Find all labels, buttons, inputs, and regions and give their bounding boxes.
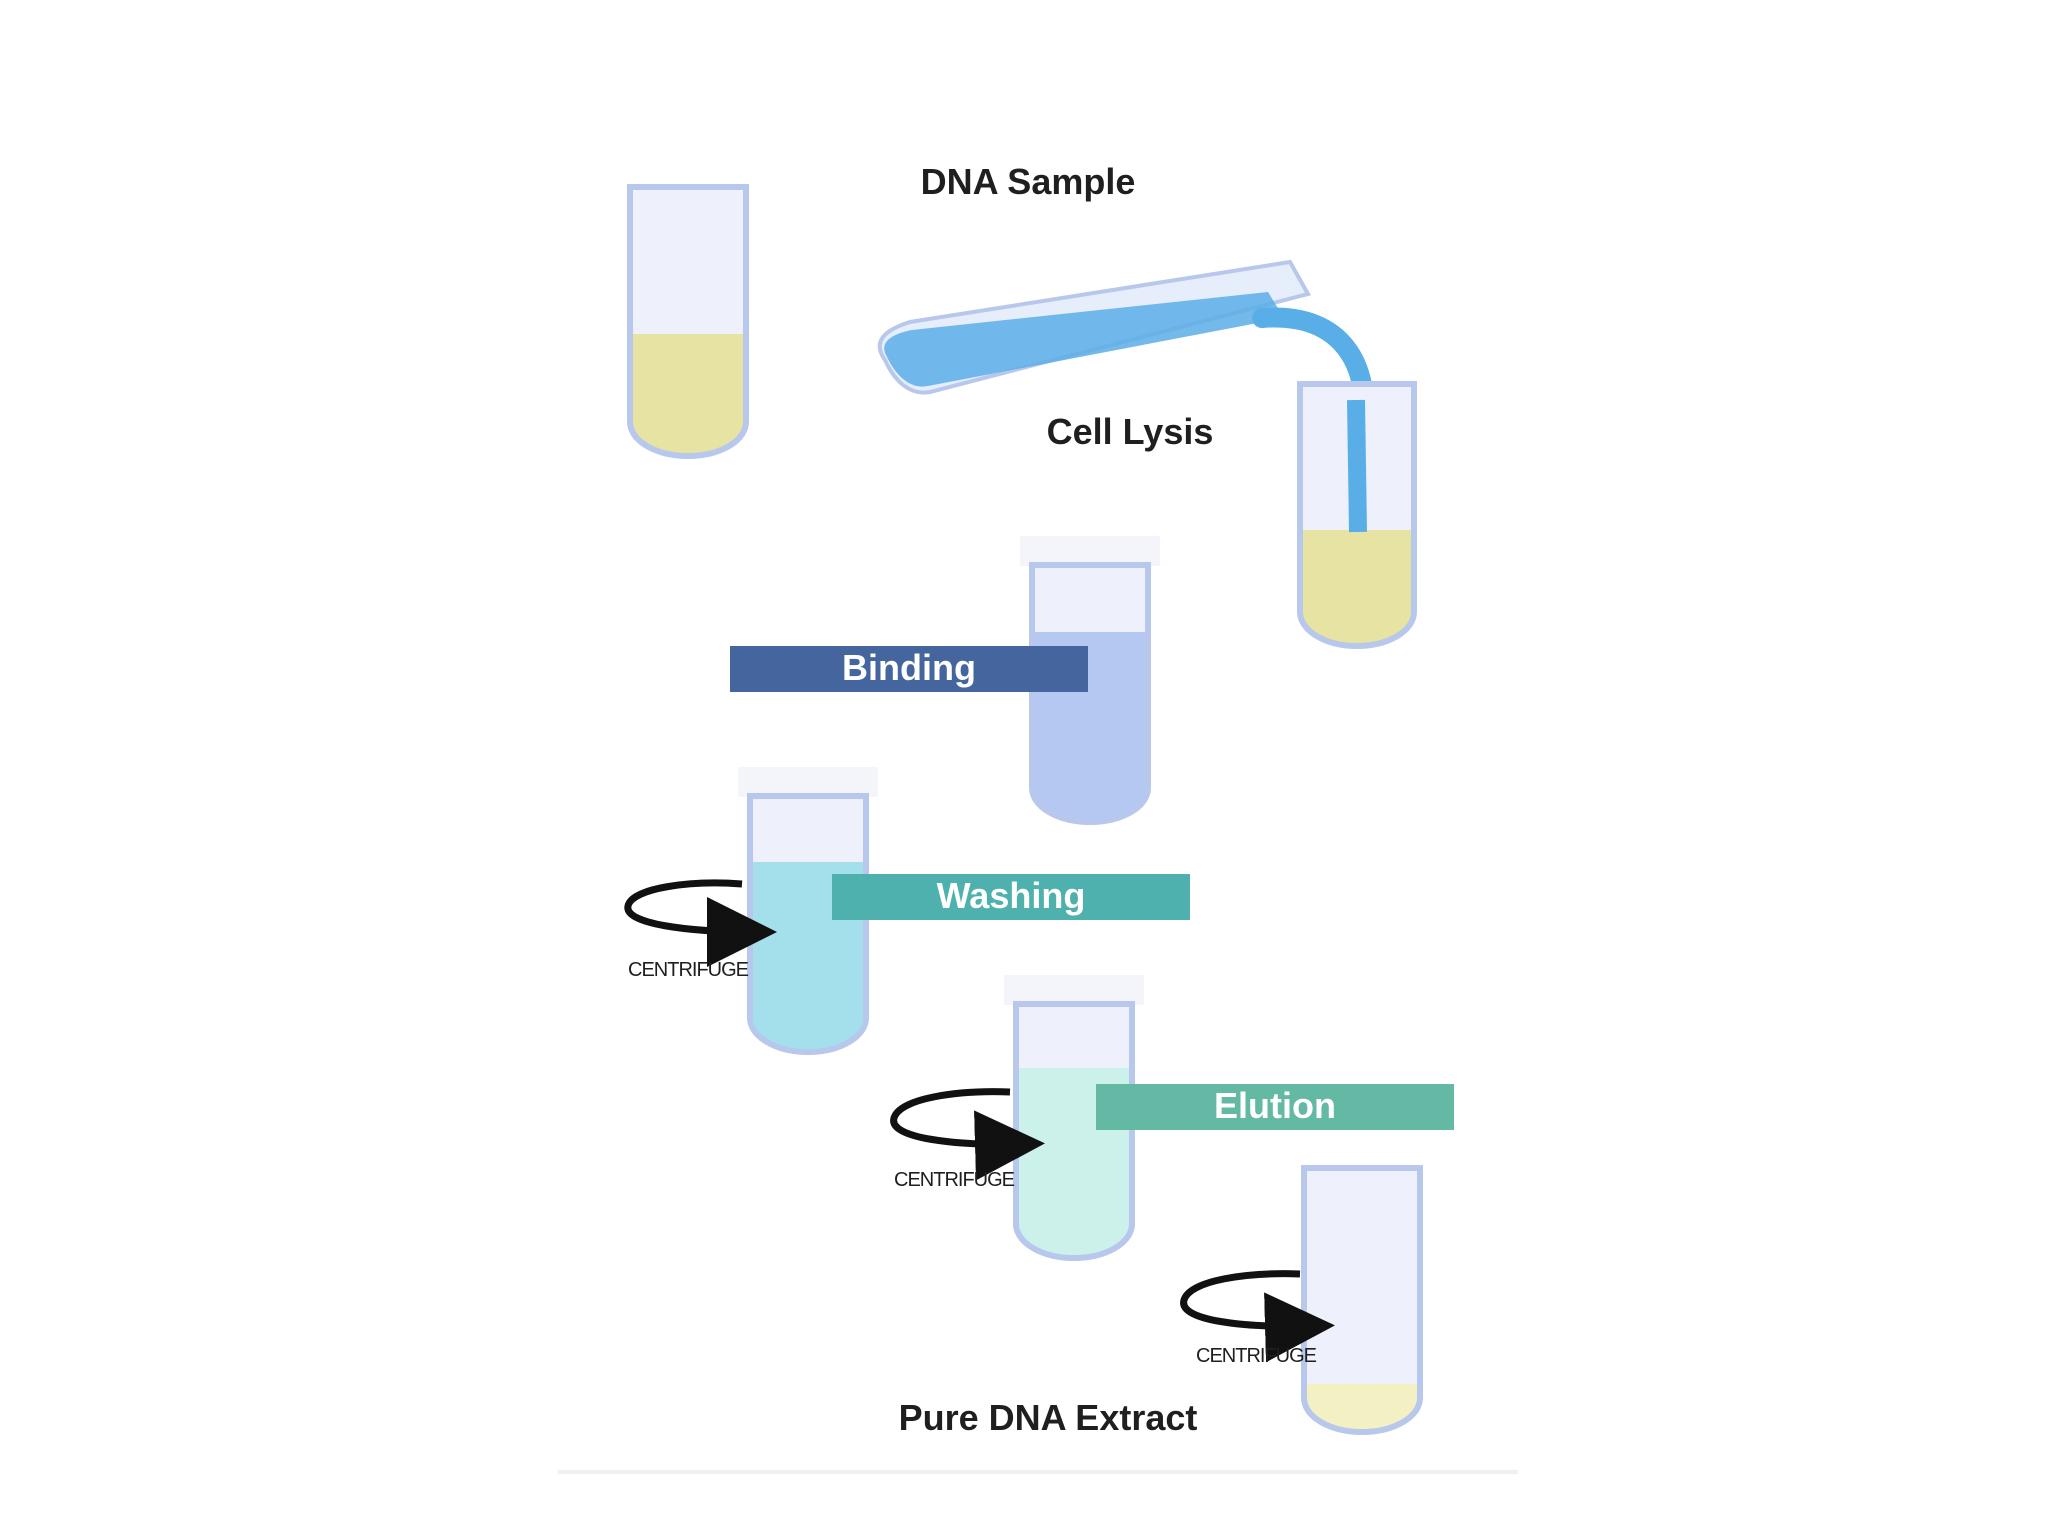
- washing-tube: [738, 767, 878, 1055]
- centrifuge-3-label: CENTRIFUGE: [1196, 1345, 1317, 1367]
- lysis-reagent-tube: [877, 259, 1375, 540]
- binding-tube: [1020, 536, 1160, 825]
- elution-step: Elution: [1096, 1084, 1454, 1130]
- binding-label-box: [730, 646, 1088, 692]
- pure-extract-tube: [1301, 1165, 1423, 1435]
- centrifuge-1: CENTRIFUGE: [624, 879, 777, 981]
- curved-arrow-icon: [1180, 1270, 1335, 1363]
- washing-step: Washing: [832, 874, 1190, 920]
- sample-tube: [627, 184, 749, 459]
- elution-label-box: [1096, 1084, 1454, 1130]
- centrifuge-2-label: CENTRIFUGE: [894, 1169, 1015, 1191]
- washing-label: Washing: [937, 875, 1086, 916]
- cell-lysis-label: Cell Lysis: [1047, 411, 1214, 452]
- centrifuge-1-label: CENTRIFUGE: [628, 959, 749, 981]
- centrifuge-2: CENTRIFUGE: [890, 1088, 1045, 1191]
- lysis-liquid: [1300, 530, 1414, 646]
- pure-dna-extract-label: Pure DNA Extract: [899, 1397, 1198, 1438]
- dna-sample-label: DNA Sample: [921, 161, 1136, 202]
- washing-label-box: [832, 874, 1190, 920]
- lysis-tube: [1297, 381, 1417, 649]
- curved-arrow-icon: [624, 879, 777, 967]
- elution-label: Elution: [1214, 1085, 1336, 1126]
- binding-step: Binding: [730, 646, 1088, 692]
- curved-arrow-icon: [890, 1088, 1045, 1181]
- centrifuge-3: CENTRIFUGE: [1180, 1270, 1335, 1367]
- sample-liquid: [630, 334, 746, 456]
- binding-label: Binding: [842, 647, 976, 688]
